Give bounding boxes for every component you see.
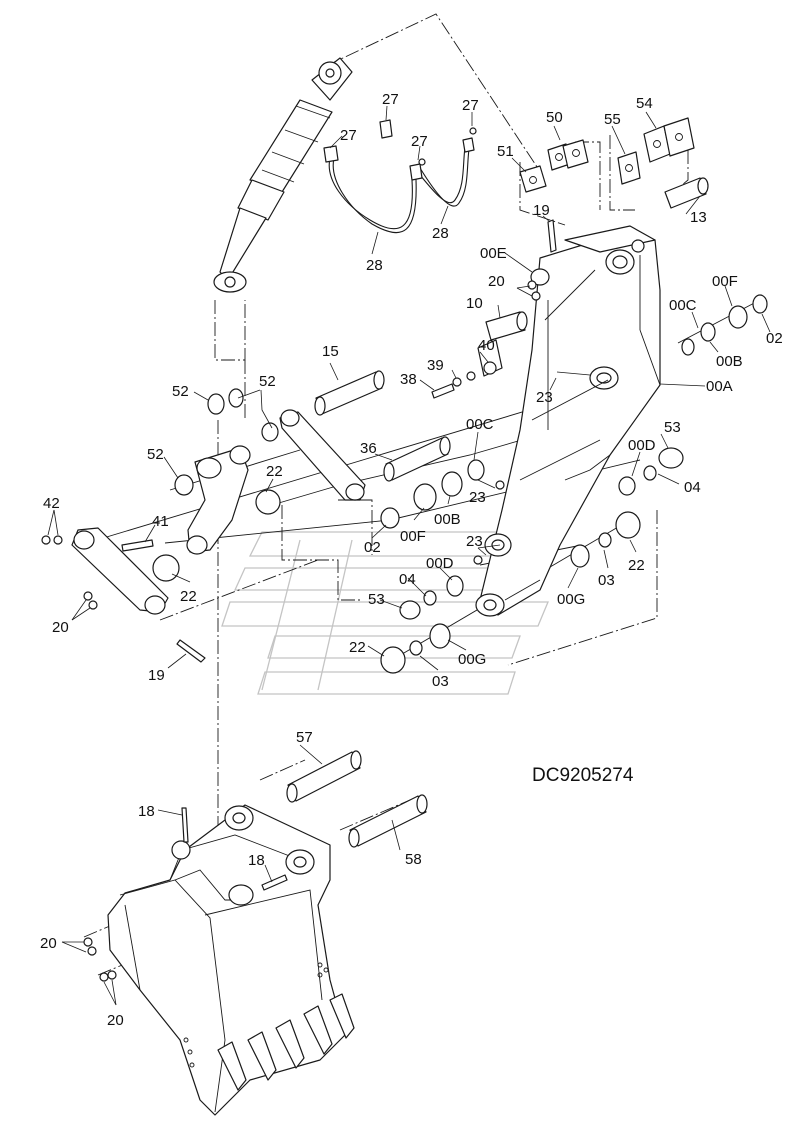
- callout-53: 53: [664, 419, 681, 436]
- hoses: [323, 119, 477, 234]
- callout-40: 40: [478, 337, 495, 354]
- callout-20: 20: [488, 273, 505, 290]
- callout-04: 04: [684, 479, 701, 496]
- callout-41: 41: [152, 513, 169, 530]
- pin-15-and-36: [314, 370, 451, 482]
- callout-20: 20: [40, 935, 57, 952]
- callout-50: 50: [546, 109, 563, 126]
- callout-27: 27: [340, 127, 357, 144]
- document-id: DC9205274: [532, 765, 634, 786]
- bucket: [83, 804, 355, 1116]
- callout-42: 42: [43, 495, 60, 512]
- links-and-levers: [41, 409, 366, 663]
- callout-00G: 00G: [557, 591, 585, 608]
- callout-10: 10: [466, 295, 483, 312]
- callout-20: 20: [107, 1012, 124, 1029]
- bushings-right: [618, 294, 768, 496]
- callout-13: 13: [690, 209, 707, 226]
- callout-15: 15: [322, 343, 339, 360]
- callout-51: 51: [497, 143, 514, 160]
- callout-19: 19: [148, 667, 165, 684]
- leader-lines: [47, 105, 771, 1006]
- callout-18: 18: [248, 852, 265, 869]
- callout-22: 22: [180, 588, 197, 605]
- callout-22: 22: [628, 557, 645, 574]
- callout-27: 27: [411, 133, 428, 150]
- callout-52: 52: [259, 373, 276, 390]
- pins-57-58: [286, 750, 428, 848]
- callout-23: 23: [536, 389, 553, 406]
- callout-22: 22: [266, 463, 283, 480]
- callout-00B: 00B: [434, 511, 461, 528]
- callout-57: 57: [296, 729, 313, 746]
- callout-02: 02: [766, 330, 783, 347]
- callout-39: 39: [427, 357, 444, 374]
- callout-52: 52: [172, 383, 189, 400]
- callout-00C: 00C: [466, 416, 494, 433]
- callout-53: 53: [368, 591, 385, 608]
- callout-18: 18: [138, 803, 155, 820]
- callout-55: 55: [604, 111, 621, 128]
- callout-28: 28: [366, 257, 383, 274]
- callout-00D: 00D: [426, 555, 454, 572]
- callout-00D: 00D: [628, 437, 656, 454]
- callout-28: 28: [432, 225, 449, 242]
- callout-36: 36: [360, 440, 377, 457]
- callout-00F: 00F: [712, 273, 738, 290]
- callout-00E: 00E: [480, 245, 507, 262]
- shim-plates: [519, 117, 709, 209]
- callout-00C: 00C: [669, 297, 697, 314]
- callout-20: 20: [52, 619, 69, 636]
- callout-27: 27: [462, 97, 479, 114]
- callout-04: 04: [399, 571, 416, 588]
- callout-19: 19: [533, 202, 550, 219]
- bushings-center: [380, 459, 505, 529]
- callout-27: 27: [382, 91, 399, 108]
- callout-52: 52: [147, 446, 164, 463]
- bucket-cylinder: [213, 57, 353, 293]
- callout-22: 22: [349, 639, 366, 656]
- callout-38: 38: [400, 371, 417, 388]
- callout-23: 23: [469, 489, 486, 506]
- rings-left: [152, 388, 281, 582]
- arm-structure: [475, 225, 661, 617]
- pin-10-and-fasteners: [431, 219, 557, 399]
- callout-03: 03: [598, 572, 615, 589]
- callout-00A: 00A: [706, 378, 733, 395]
- callout-00B: 00B: [716, 353, 743, 370]
- bushings-lower: [380, 511, 641, 674]
- callout-03: 03: [432, 673, 449, 690]
- callout-23: 23: [466, 533, 483, 550]
- callout-02: 02: [364, 539, 381, 556]
- callout-labels: 27 27 27 27 28 28 50 54 51 55 13 19 00E …: [40, 91, 783, 1029]
- callout-58: 58: [405, 851, 422, 868]
- callout-54: 54: [636, 95, 653, 112]
- callout-00F: 00F: [400, 528, 426, 545]
- callout-00G: 00G: [458, 651, 486, 668]
